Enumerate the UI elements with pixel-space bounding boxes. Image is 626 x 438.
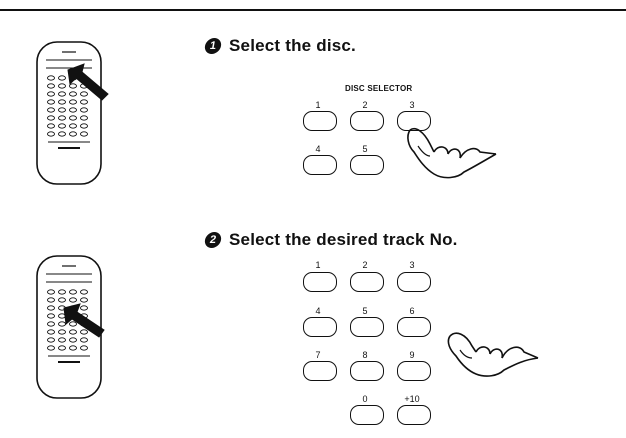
pointing-arrow-2 [63, 303, 105, 338]
track-key-1[interactable] [303, 272, 337, 292]
track-key-label-2: 2 [362, 260, 368, 270]
pointing-arrow-1 [67, 63, 109, 101]
disc-key-4[interactable] [303, 155, 337, 175]
track-key-label-8: 8 [362, 350, 368, 360]
disc-key-label-1: 1 [315, 100, 321, 110]
top-rule [0, 9, 626, 11]
disc-key-label-4: 4 [315, 144, 321, 154]
disc-key-label-2: 2 [362, 100, 368, 110]
step-number-2: 2 [203, 232, 223, 248]
track-key-7[interactable] [303, 361, 337, 381]
track-key-5[interactable] [350, 317, 384, 337]
disc-selector-title: DISC SELECTOR [345, 84, 413, 93]
track-key-6[interactable] [397, 317, 431, 337]
step-1-text: Select the disc. [229, 36, 356, 55]
disc-key-5[interactable] [350, 155, 384, 175]
step-2-heading: 2 Select the desired track No. [203, 230, 458, 250]
disc-key-label-3: 3 [409, 100, 415, 110]
track-key-label-plus10: +10 [404, 394, 420, 404]
track-key-label-7: 7 [315, 350, 321, 360]
track-key-8[interactable] [350, 361, 384, 381]
track-key-0[interactable] [350, 405, 384, 425]
step-1-heading: 1 Select the disc. [203, 36, 356, 56]
track-key-9[interactable] [397, 361, 431, 381]
track-key-label-3: 3 [409, 260, 415, 270]
track-key-label-0: 0 [362, 394, 368, 404]
track-key-label-6: 6 [409, 306, 415, 316]
track-key-label-1: 1 [315, 260, 321, 270]
disc-key-label-5: 5 [362, 144, 368, 154]
pressing-hand-illustration-2 [447, 332, 539, 377]
track-key-label-4: 4 [315, 306, 321, 316]
step-2-text: Select the desired track No. [229, 230, 458, 249]
track-key-label-5: 5 [362, 306, 368, 316]
track-key-3[interactable] [397, 272, 431, 292]
track-key-label-9: 9 [409, 350, 415, 360]
track-key-2[interactable] [350, 272, 384, 292]
step-number-1: 1 [203, 38, 223, 54]
disc-key-1[interactable] [303, 111, 337, 131]
disc-key-3[interactable] [397, 111, 431, 131]
disc-key-2[interactable] [350, 111, 384, 131]
track-key-4[interactable] [303, 317, 337, 337]
track-key-plus10[interactable] [397, 405, 431, 425]
pressing-hand-illustration-1 [407, 128, 497, 179]
